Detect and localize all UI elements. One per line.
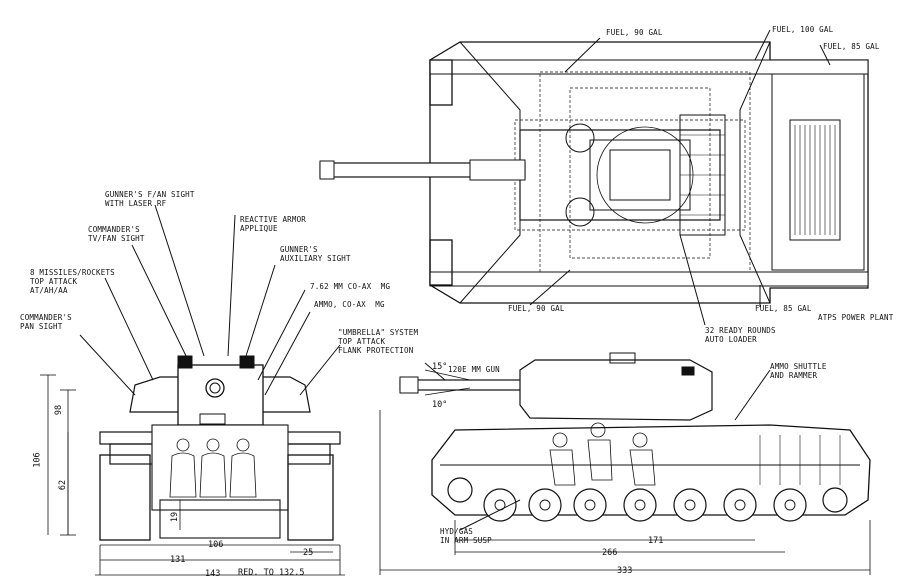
front-view (40, 204, 345, 576)
dim-333: 333 (617, 566, 633, 576)
label-fuel-85-bottom: FUEL, 85 GAL (755, 304, 812, 313)
dim-131: 131 (170, 555, 186, 565)
dim-62: 62 (58, 479, 69, 491)
dim-depression: 10° (432, 400, 448, 410)
dim-171: 171 (648, 536, 664, 546)
label-hyd-gas: HYD/GAS IN ARM SUSP (440, 527, 492, 545)
label-ammo-coax: AMMO, CO-AX MG (314, 300, 385, 309)
label-missiles: 8 MISSILES/ROCKETS TOP ATTACK AT/AH/AA (30, 268, 115, 295)
label-atps-power-plant: ATPS POWER PLANT (818, 313, 894, 322)
side-view (379, 352, 871, 575)
top-view (319, 29, 869, 326)
dim-106-vertical: 106 (32, 452, 43, 468)
label-gun: 120E MM GUN (448, 365, 500, 374)
label-fuel-100: FUEL, 100 GAL (772, 25, 834, 34)
label-gunner-aux-sight: GUNNER'S AUXILIARY SIGHT (280, 245, 351, 263)
label-fuel-85-top: FUEL, 85 GAL (823, 42, 880, 51)
label-fuel-90-bottom: FUEL, 90 GAL (508, 304, 565, 313)
dim-106: 106 (208, 540, 224, 550)
label-reactive-armor: REACTIVE ARMOR APPLIQUE (240, 215, 307, 233)
label-gunner-fan-sight: GUNNER'S F/AN SIGHT WITH LASER RF (105, 190, 195, 208)
dim-25: 25 (303, 548, 314, 558)
dim-19: 19 (170, 511, 181, 523)
dim-elevation: 15° (432, 362, 448, 372)
dim-143: 143 (205, 569, 221, 579)
dim-98: 98 (54, 404, 65, 416)
dim-reduced: RED. TO 132.5 (238, 568, 305, 578)
label-coax-mg: 7.62 MM CO-AX MG (310, 282, 391, 291)
label-fuel-90-top: FUEL, 90 GAL (606, 28, 663, 37)
label-ammo-shuttle: AMMO SHUTTLE AND RAMMER (770, 362, 827, 380)
dim-266: 266 (602, 548, 618, 558)
label-commander-pan-sight: COMMANDER'S PAN SIGHT (20, 313, 72, 331)
label-commander-tv-sight: COMMANDER'S TV/FAN SIGHT (88, 225, 145, 243)
label-umbrella-system: "UMBRELLA" SYSTEM TOP ATTACK FLANK PROTE… (338, 328, 419, 355)
label-ready-rounds: 32 READY ROUNDS AUTO LOADER (705, 326, 776, 344)
